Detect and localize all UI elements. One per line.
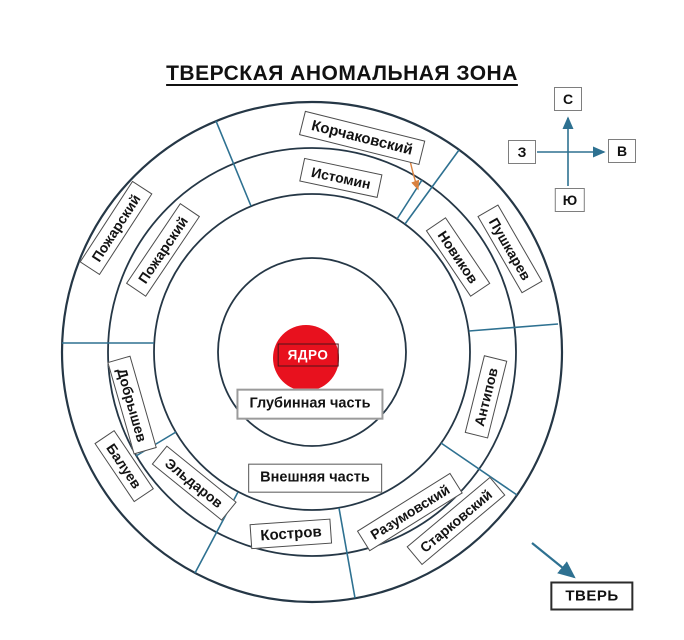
divider-topleft xyxy=(215,120,252,207)
ring-second xyxy=(107,147,517,557)
compass-west-label: З xyxy=(508,140,536,164)
tver-city-label: ТВЕРЬ xyxy=(550,581,634,611)
divider-wedge-left xyxy=(396,179,423,220)
core-label: ЯДРО xyxy=(277,343,339,367)
divider-east xyxy=(468,323,559,332)
ring-outer xyxy=(60,100,564,604)
ring-third xyxy=(153,193,471,511)
outer-zone-label: Внешняя часть xyxy=(248,463,382,493)
zone-rings xyxy=(60,100,564,604)
core-circle xyxy=(273,325,339,391)
ring-inner xyxy=(217,257,407,447)
divider-southeast xyxy=(440,442,518,496)
compass-south-label: Ю xyxy=(554,188,586,212)
compass-north-label: С xyxy=(554,87,582,111)
deep-zone-label: Глубинная часть xyxy=(236,388,384,420)
compass-cross xyxy=(537,116,606,186)
tver-direction-arrow xyxy=(531,542,576,579)
compass-east-label: В xyxy=(608,139,636,163)
page-title: ТВЕРСКАЯ АНОМАЛЬНАЯ ЗОНА xyxy=(166,62,518,85)
divider-south xyxy=(338,507,356,599)
divider-wedge-right xyxy=(404,149,460,225)
